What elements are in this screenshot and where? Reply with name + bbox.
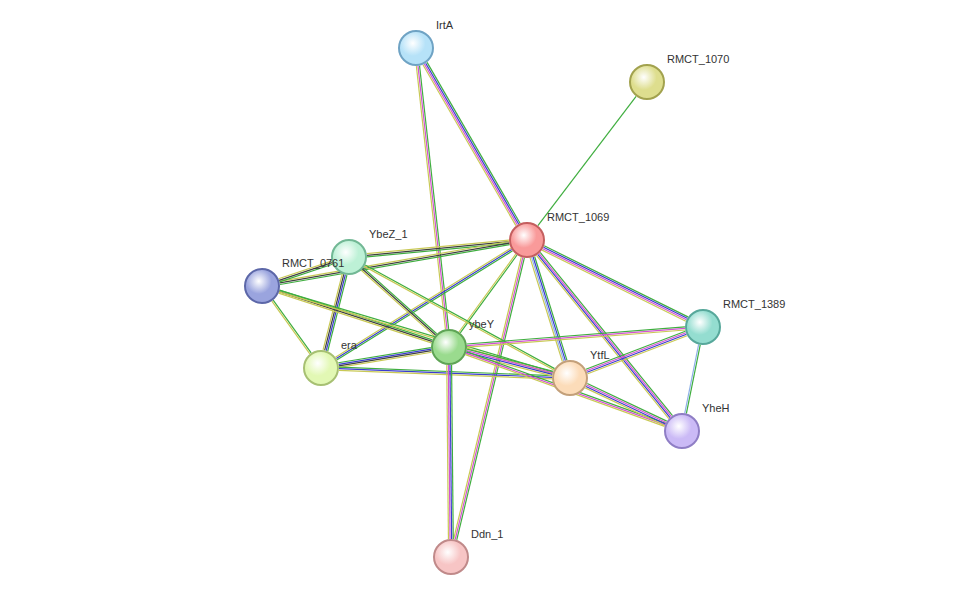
protein-label: YtfL bbox=[590, 349, 610, 361]
protein-node: ybeY bbox=[431, 329, 467, 365]
interaction-edge bbox=[685, 344, 700, 413]
evidence-stripe bbox=[587, 384, 666, 422]
evidence-stripe bbox=[416, 66, 445, 329]
evidence-stripe bbox=[467, 330, 685, 347]
evidence-stripe bbox=[424, 64, 517, 225]
interaction-edge bbox=[586, 331, 687, 374]
interaction-edge bbox=[454, 257, 525, 540]
interaction-edge bbox=[465, 352, 665, 427]
evidence-stripe bbox=[544, 246, 688, 317]
protein-label: YbeZ_1 bbox=[369, 228, 408, 240]
evidence-stripe bbox=[587, 333, 686, 371]
evidence-stripe bbox=[455, 258, 523, 540]
evidence-stripe bbox=[423, 65, 516, 226]
evidence-stripe bbox=[465, 355, 664, 427]
evidence-stripe bbox=[587, 385, 666, 423]
evidence-stripe bbox=[685, 344, 699, 413]
interaction-edge bbox=[530, 256, 567, 361]
protein-label: IrtA bbox=[436, 19, 453, 31]
evidence-stripe bbox=[280, 245, 510, 285]
evidence-stripe bbox=[279, 293, 432, 343]
interaction-edge bbox=[466, 349, 553, 376]
protein-node: RMCT_1069 bbox=[509, 222, 545, 258]
protein-node: era bbox=[303, 350, 339, 386]
interaction-edge bbox=[585, 384, 667, 426]
protein-node: RMCT_0761 bbox=[244, 268, 280, 304]
evidence-stripe bbox=[532, 257, 564, 361]
evidence-stripe bbox=[588, 336, 687, 374]
evidence-stripe bbox=[535, 256, 567, 360]
evidence-stripe bbox=[280, 243, 510, 283]
evidence-stripe bbox=[586, 331, 685, 369]
interaction-edge bbox=[272, 300, 311, 354]
evidence-stripe bbox=[454, 257, 522, 539]
evidence-stripe bbox=[467, 327, 685, 344]
evidence-stripe bbox=[339, 352, 431, 367]
protein-label: RMCT_1069 bbox=[547, 211, 609, 223]
interaction-edge bbox=[538, 96, 636, 225]
protein-label: era bbox=[341, 339, 357, 351]
evidence-stripe bbox=[339, 349, 431, 364]
protein-node: YtfL bbox=[552, 360, 588, 396]
evidence-stripe bbox=[540, 252, 672, 415]
evidence-stripe bbox=[457, 258, 525, 540]
evidence-stripe bbox=[418, 66, 447, 329]
evidence-stripe bbox=[339, 351, 431, 366]
protein-node: YheH bbox=[664, 413, 700, 449]
evidence-stripe bbox=[585, 388, 664, 426]
evidence-stripe bbox=[364, 266, 553, 370]
protein-label: ybeY bbox=[469, 318, 494, 330]
protein-label: Ddn_1 bbox=[471, 528, 503, 540]
protein-node: IrtA bbox=[398, 30, 434, 66]
interaction-edge bbox=[447, 365, 453, 539]
protein-node: RMCT_1070 bbox=[629, 64, 665, 100]
evidence-stripe bbox=[466, 352, 665, 424]
evidence-stripe bbox=[323, 274, 342, 350]
protein-label: RMCT_1070 bbox=[667, 53, 729, 65]
evidence-stripe bbox=[538, 96, 636, 225]
evidence-stripe bbox=[586, 386, 665, 424]
evidence-stripe bbox=[467, 328, 685, 345]
evidence-stripe bbox=[273, 300, 311, 353]
interaction-edge bbox=[279, 242, 509, 285]
protein-node: Ddn_1 bbox=[433, 539, 469, 575]
evidence-stripe bbox=[466, 353, 665, 425]
evidence-stripe bbox=[362, 269, 435, 335]
evidence-stripe bbox=[272, 301, 310, 354]
evidence-stripe bbox=[279, 242, 509, 282]
protein-node: RMCT_1389 bbox=[685, 309, 721, 345]
evidence-stripe bbox=[533, 257, 565, 361]
interaction-edge bbox=[279, 290, 433, 343]
protein-label: RMCT_1389 bbox=[723, 298, 785, 310]
evidence-stripe bbox=[587, 334, 686, 372]
evidence-stripe bbox=[447, 365, 449, 539]
evidence-stripe bbox=[686, 345, 700, 414]
protein-label: RMCT_0761 bbox=[282, 257, 344, 269]
evidence-stripe bbox=[426, 63, 519, 224]
interaction-edge bbox=[423, 62, 520, 225]
protein-label: YheH bbox=[702, 402, 730, 414]
evidence-stripe bbox=[427, 62, 520, 223]
